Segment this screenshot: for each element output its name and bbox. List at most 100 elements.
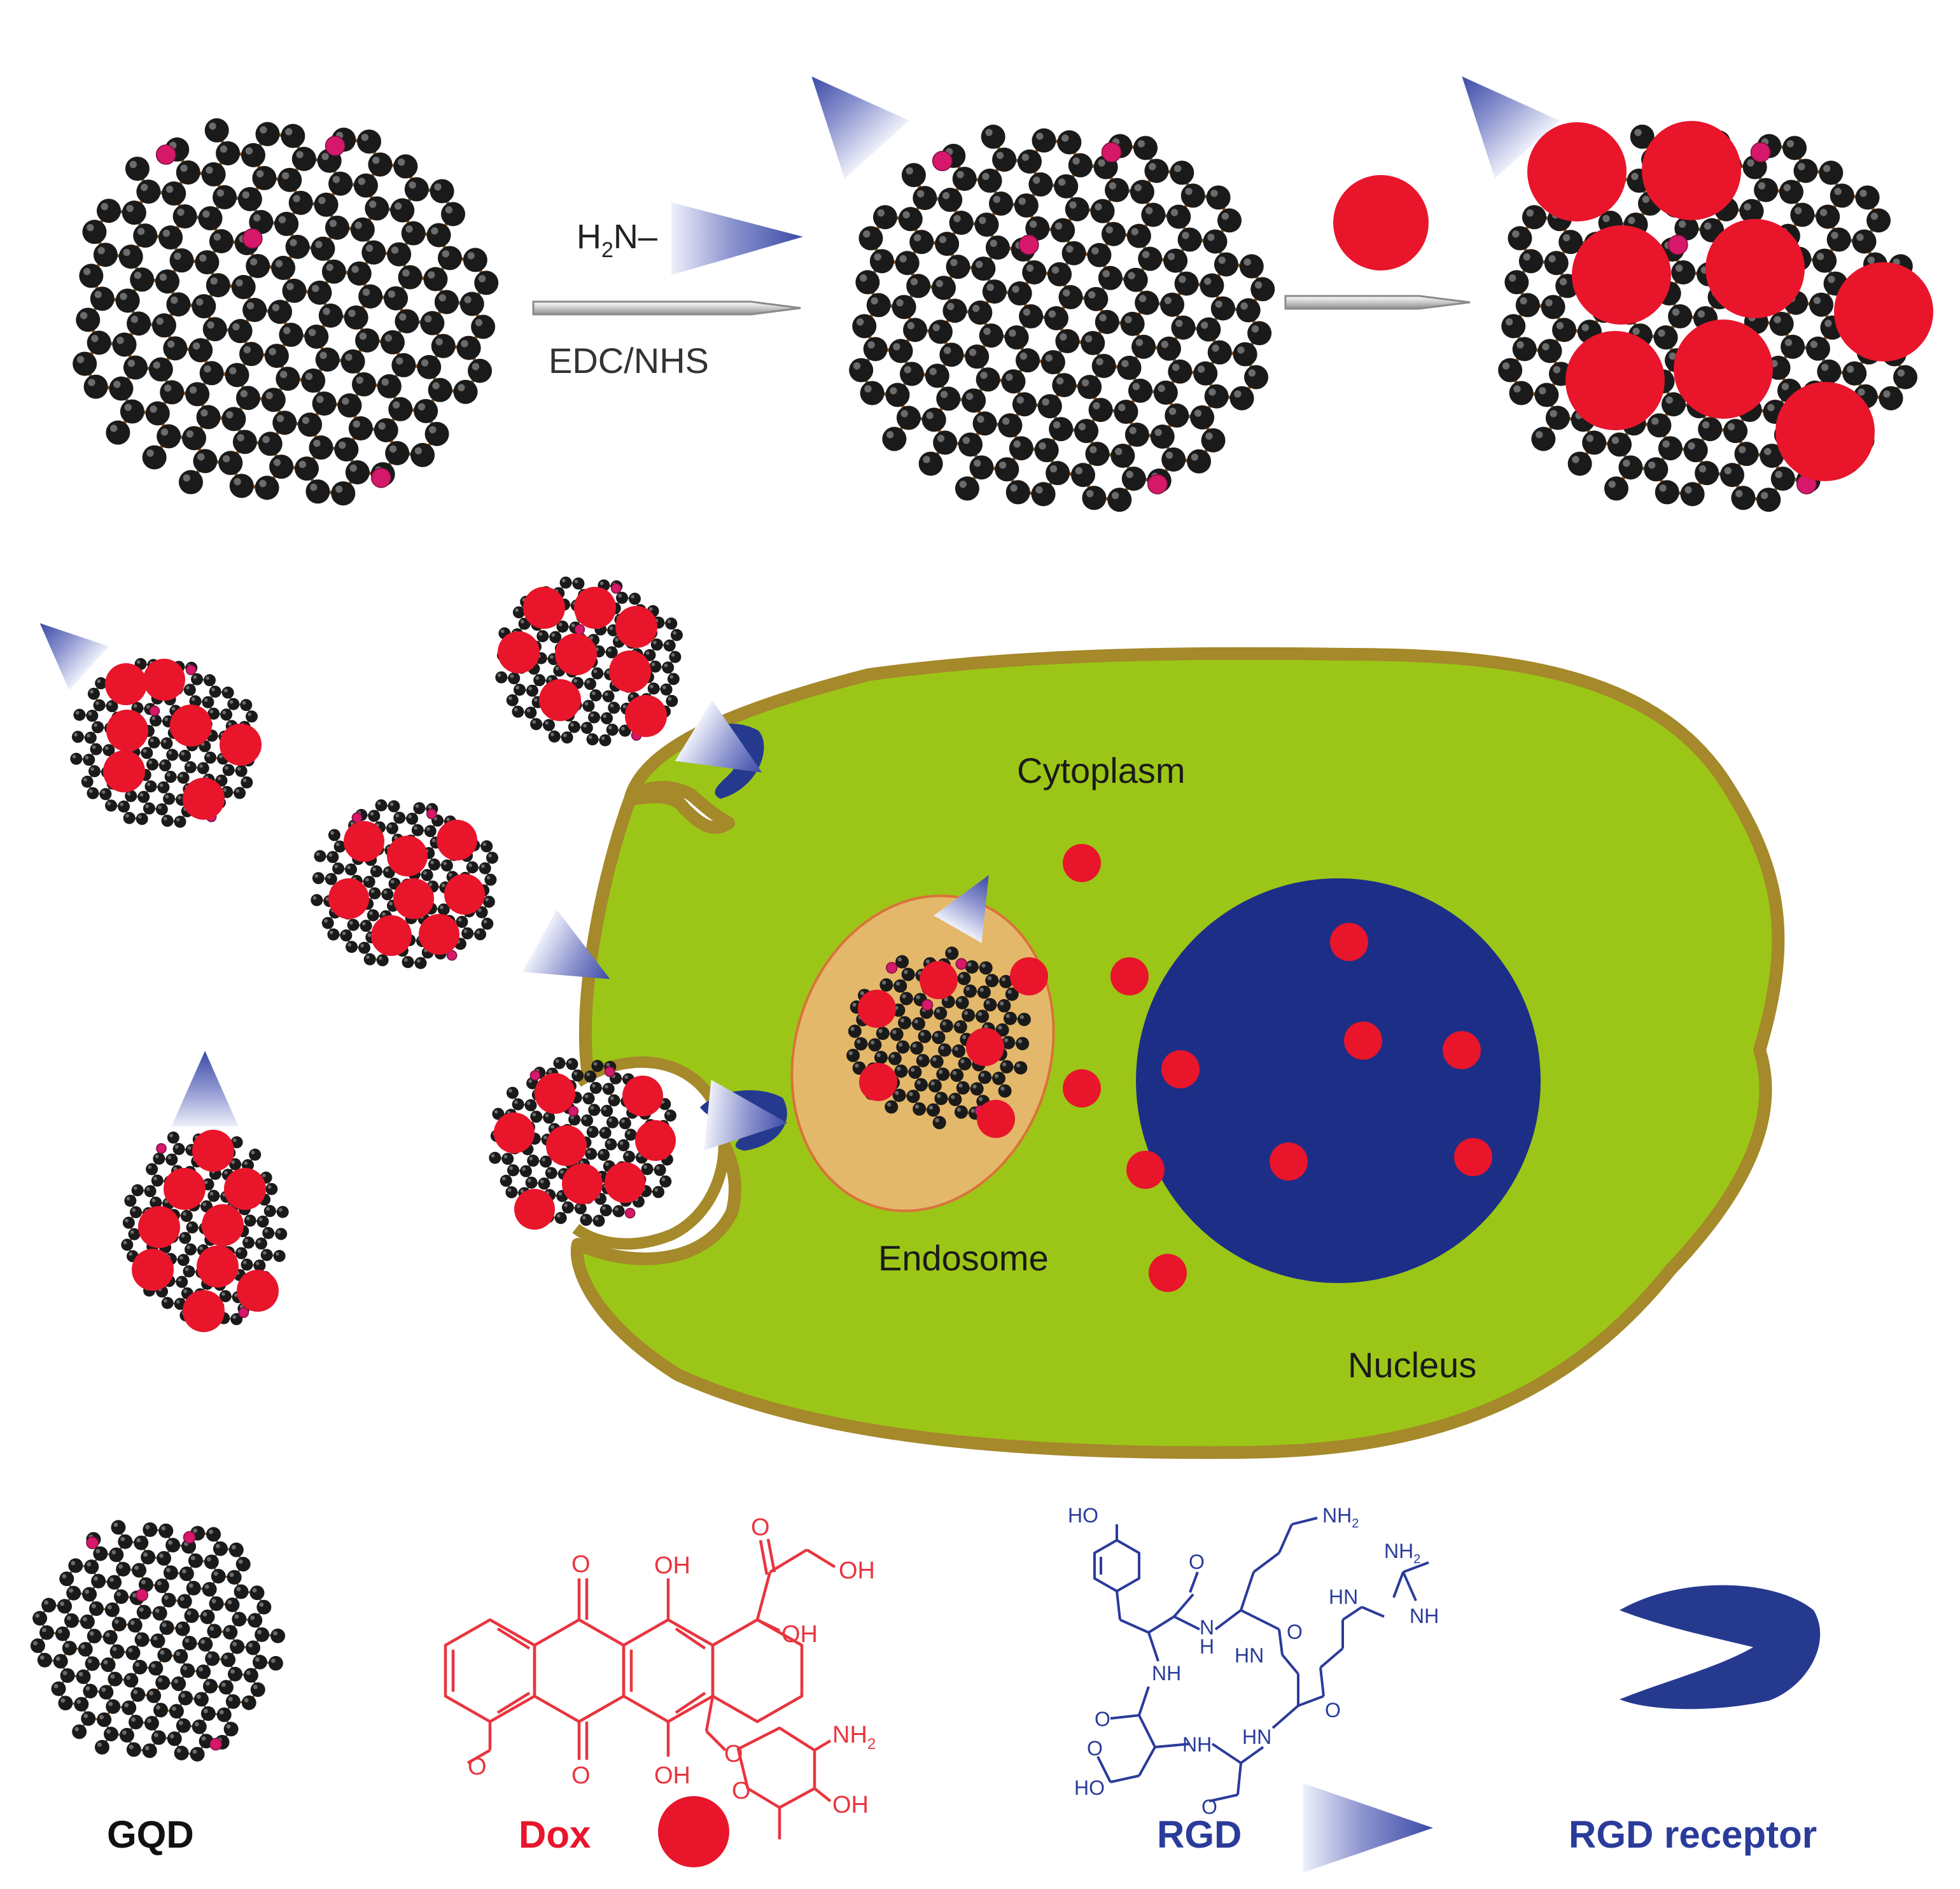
carbon-highlight <box>438 294 446 302</box>
carbon-highlight <box>906 167 913 175</box>
carbon-highlight <box>965 987 970 991</box>
carbon-highlight <box>191 697 195 701</box>
carbon-highlight <box>970 1109 975 1113</box>
carbon-atom <box>241 143 265 167</box>
carbon-highlight <box>60 1601 65 1606</box>
carbon-atom <box>204 751 217 764</box>
carbon-highlight <box>626 1130 631 1135</box>
carbon-highlight <box>448 873 452 877</box>
carbon-highlight <box>390 880 395 884</box>
carbon-atom <box>479 862 491 874</box>
carbon-atom <box>985 235 1010 260</box>
carbon-highlight <box>174 252 181 260</box>
carbon-atom <box>393 154 418 179</box>
carbon-atom <box>307 280 332 305</box>
carbon-atom <box>906 274 931 298</box>
carbon-highlight <box>91 335 99 342</box>
carbon-atom <box>148 736 160 749</box>
carbon-atom <box>957 971 971 985</box>
carbon-highlight <box>229 700 234 704</box>
carbon-highlight <box>97 679 101 684</box>
carbon-atom <box>1508 226 1532 251</box>
carbon-atom <box>207 1190 220 1202</box>
carbon-highlight <box>423 871 427 875</box>
carbon-highlight <box>367 933 372 937</box>
carbon-highlight <box>853 362 861 370</box>
functional-group <box>610 583 622 594</box>
carbon-atom <box>1016 348 1040 373</box>
carbon-highlight <box>650 684 654 689</box>
carbon-atom <box>384 286 409 311</box>
carbon-highlight <box>545 721 549 725</box>
carbon-atom <box>167 1731 182 1746</box>
carbon-atom <box>127 1618 143 1633</box>
carbon-highlight <box>1675 264 1683 272</box>
carbon-highlight <box>369 911 373 915</box>
carbon-highlight <box>998 1025 1002 1030</box>
carbon-atom <box>130 1206 143 1219</box>
carbon-highlight <box>383 890 388 894</box>
functional-group <box>886 962 898 974</box>
carbon-highlight <box>130 1620 135 1626</box>
carbon-atom <box>667 673 680 685</box>
legend-dox-label: Dox <box>519 1813 591 1856</box>
carbon-highlight <box>1002 1062 1007 1067</box>
carbon-atom <box>895 251 920 276</box>
carbon-highlight <box>116 337 124 344</box>
carbon-atom <box>141 747 153 759</box>
carbon-highlight <box>1218 256 1226 264</box>
carbon-highlight <box>279 1208 283 1212</box>
carbon-atom <box>524 1099 537 1112</box>
carbon-atom <box>605 1138 617 1151</box>
carbon-atom <box>213 185 237 209</box>
carbon-atom <box>51 1681 66 1696</box>
carbon-highlight <box>928 1106 934 1110</box>
carbon-highlight <box>246 302 255 310</box>
carbon-highlight <box>604 692 608 696</box>
dox-molecule <box>622 1076 663 1116</box>
carbon-highlight <box>871 297 878 305</box>
carbon-highlight <box>1867 256 1875 264</box>
carbon-highlight <box>1727 423 1735 431</box>
carbon-atom <box>131 1184 144 1197</box>
carbon-highlight <box>426 827 430 831</box>
carbon-highlight <box>116 1592 121 1597</box>
carbon-highlight <box>1758 182 1766 190</box>
carbon-highlight <box>310 483 318 491</box>
carbon-atom <box>589 1081 602 1094</box>
carbon-atom <box>197 762 209 775</box>
dox-dot <box>1270 1142 1308 1181</box>
carbon-highlight <box>209 1626 214 1631</box>
carbon-atom <box>524 706 537 719</box>
carbon-highlight <box>1013 440 1021 448</box>
carbon-atom <box>876 1027 890 1041</box>
carbon-atom <box>1044 306 1068 330</box>
carbon-atom <box>199 361 224 386</box>
carbon-atom <box>150 1633 165 1648</box>
carbon-highlight <box>69 1588 74 1593</box>
carbon-highlight <box>947 302 955 311</box>
carbon-highlight <box>1154 428 1162 437</box>
functional-group <box>574 624 585 635</box>
carbon-highlight <box>619 1141 624 1145</box>
carbon-atom <box>882 426 907 451</box>
carbon-highlight <box>113 381 121 388</box>
carbon-highlight <box>120 803 124 806</box>
carbon-atom <box>390 198 415 223</box>
carbon-highlight <box>1240 302 1248 310</box>
dox-dot <box>977 1100 1015 1138</box>
carbon-highlight <box>446 817 451 822</box>
carbon-atom <box>198 1637 213 1652</box>
carbon-atom <box>1107 488 1132 512</box>
carbon-highlight <box>882 980 886 985</box>
carbon-atom <box>1229 386 1254 411</box>
functional-group <box>149 705 160 717</box>
carbon-atom <box>1120 311 1145 336</box>
dox-molecule <box>523 587 565 629</box>
carbon-atom <box>1698 417 1723 442</box>
carbon-atom <box>1512 337 1537 362</box>
carbon-highlight <box>87 223 94 232</box>
gqd-step-2 <box>811 76 1275 512</box>
carbon-highlight <box>852 1002 857 1007</box>
